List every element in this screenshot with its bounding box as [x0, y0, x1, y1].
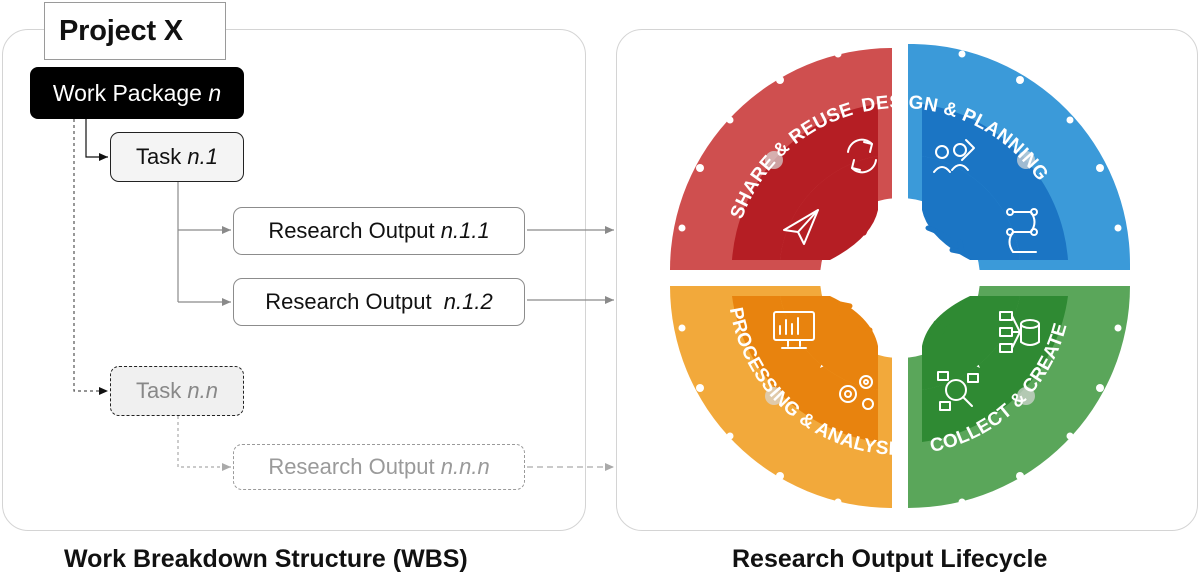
work-package-label: Work Package [52, 79, 209, 106]
paper-plane-icon [783, 209, 819, 245]
work-package-index: n [208, 79, 222, 106]
research-output-n11-label: Research Output [268, 218, 441, 243]
task-nn-index: n.n [187, 378, 218, 403]
lifecycle-caption: Research Output Lifecycle [732, 545, 1048, 573]
task-n1-index: n.1 [187, 144, 218, 169]
inner-band-collect [922, 296, 1068, 442]
workflow-icon [1006, 208, 1038, 253]
data-search-icon [937, 371, 979, 411]
research-output-nnn-label: Research Output [268, 454, 441, 479]
project-title: Project X [44, 2, 226, 60]
inner-band-share [732, 104, 878, 260]
hierarchy-database-icon [999, 311, 1040, 353]
connector-wp-task1 [85, 119, 108, 161]
connector-tasknn-ronnn [177, 416, 231, 471]
task-node-n1[interactable]: Task n.1 [110, 132, 244, 182]
research-output-n11-index: n.1.1 [440, 218, 490, 243]
research-output-node-n11[interactable]: Research Output n.1.1 [233, 207, 525, 255]
recycle-icon [847, 138, 877, 174]
inner-band-design [922, 104, 1068, 260]
cycle-arrows [835, 221, 965, 335]
research-output-nnn-index: n.n.n [440, 454, 490, 479]
people-idea-icon [933, 139, 975, 173]
inner-band-processing [732, 296, 878, 442]
research-output-node-nnn[interactable]: Research Output n.n.n [233, 444, 525, 490]
task-node-nn[interactable]: Task n.n [110, 366, 244, 416]
research-output-n12-index: n.1.2 [443, 289, 493, 314]
connector-wp-tasknn [73, 119, 108, 395]
project-title-text: Project X [59, 14, 183, 47]
research-output-node-n12[interactable]: Research Output n.1.2 [233, 278, 525, 326]
task-n1-label: Task [136, 144, 188, 169]
lifecycle-wheel: DESIGN & PLANNING SHARE & REUSE PROCESSI… [670, 38, 1130, 518]
wbs-caption: Work Breakdown Structure (WBS) [64, 545, 468, 573]
analytics-dashboard-icon [773, 311, 815, 349]
task-nn-label: Task [136, 378, 188, 403]
gears-icon [839, 375, 874, 410]
research-output-n12-label: Research Output [265, 289, 444, 314]
band-dots [765, 151, 1035, 405]
work-package-node[interactable]: Work Package n [30, 67, 244, 119]
